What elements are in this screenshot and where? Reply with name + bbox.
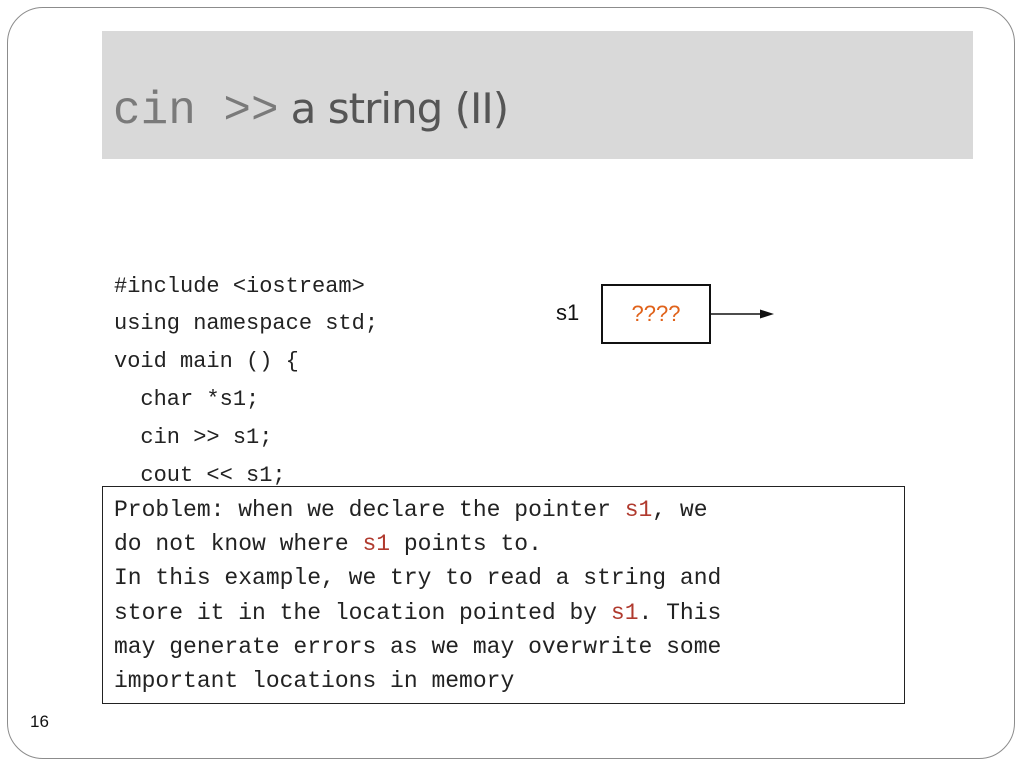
note-text-segment: do not know where [114, 531, 363, 558]
note-highlight-identifier: s1 [624, 497, 653, 523]
code-block: #include <iostream> using namespace std; v… [114, 192, 378, 570]
note-line: In this example, we try to read a string… [114, 561, 904, 595]
code-line: cin >> s1; [114, 424, 273, 450]
code-line: using namespace std; [114, 311, 379, 337]
pointer-value: ???? [631, 301, 681, 326]
code-line: #include <iostream> [114, 273, 365, 299]
problem-note-box: Problem: when we declare the pointer s1,… [102, 486, 905, 704]
slide-title: cin >> a string (II) [113, 84, 510, 148]
title-text: a string (II) [290, 84, 510, 133]
note-text-segment: important locations in memory [114, 668, 515, 695]
note-text-segment: , we [652, 497, 708, 523]
note-line: important locations in memory [114, 664, 904, 698]
note-line: may generate errors as we may overwrite … [114, 630, 904, 664]
pointer-variable-label: s1 [556, 300, 580, 325]
code-line: cout << s1; [114, 462, 286, 488]
title-bar [102, 31, 973, 159]
note-text-segment: points to. [390, 531, 542, 558]
title-code: cin >> [113, 85, 279, 137]
note-line: store it in the location pointed by s1. … [114, 596, 904, 630]
code-line: char *s1; [114, 386, 260, 412]
note-text-segment: may generate errors as we may overwrite … [114, 633, 722, 660]
pointer-value-box: ???? [601, 284, 711, 344]
note-line: do not know where s1 points to. [114, 527, 904, 561]
note-text-segment: In this example, we try to read a string… [114, 565, 722, 592]
note-text: Problem: when we declare the pointer s1,… [114, 493, 904, 698]
arrow-right-icon [710, 309, 774, 319]
code-line: void main () { [114, 349, 299, 375]
note-line: Problem: when we declare the pointer s1,… [114, 493, 904, 527]
note-text-segment: Problem: when we declare the pointer [114, 497, 625, 523]
page-number: 16 [30, 712, 49, 731]
note-text-segment: . This [638, 599, 722, 626]
note-highlight-identifier: s1 [362, 531, 391, 558]
note-highlight-identifier: s1 [610, 599, 639, 626]
note-text-segment: store it in the location pointed by [114, 599, 611, 626]
